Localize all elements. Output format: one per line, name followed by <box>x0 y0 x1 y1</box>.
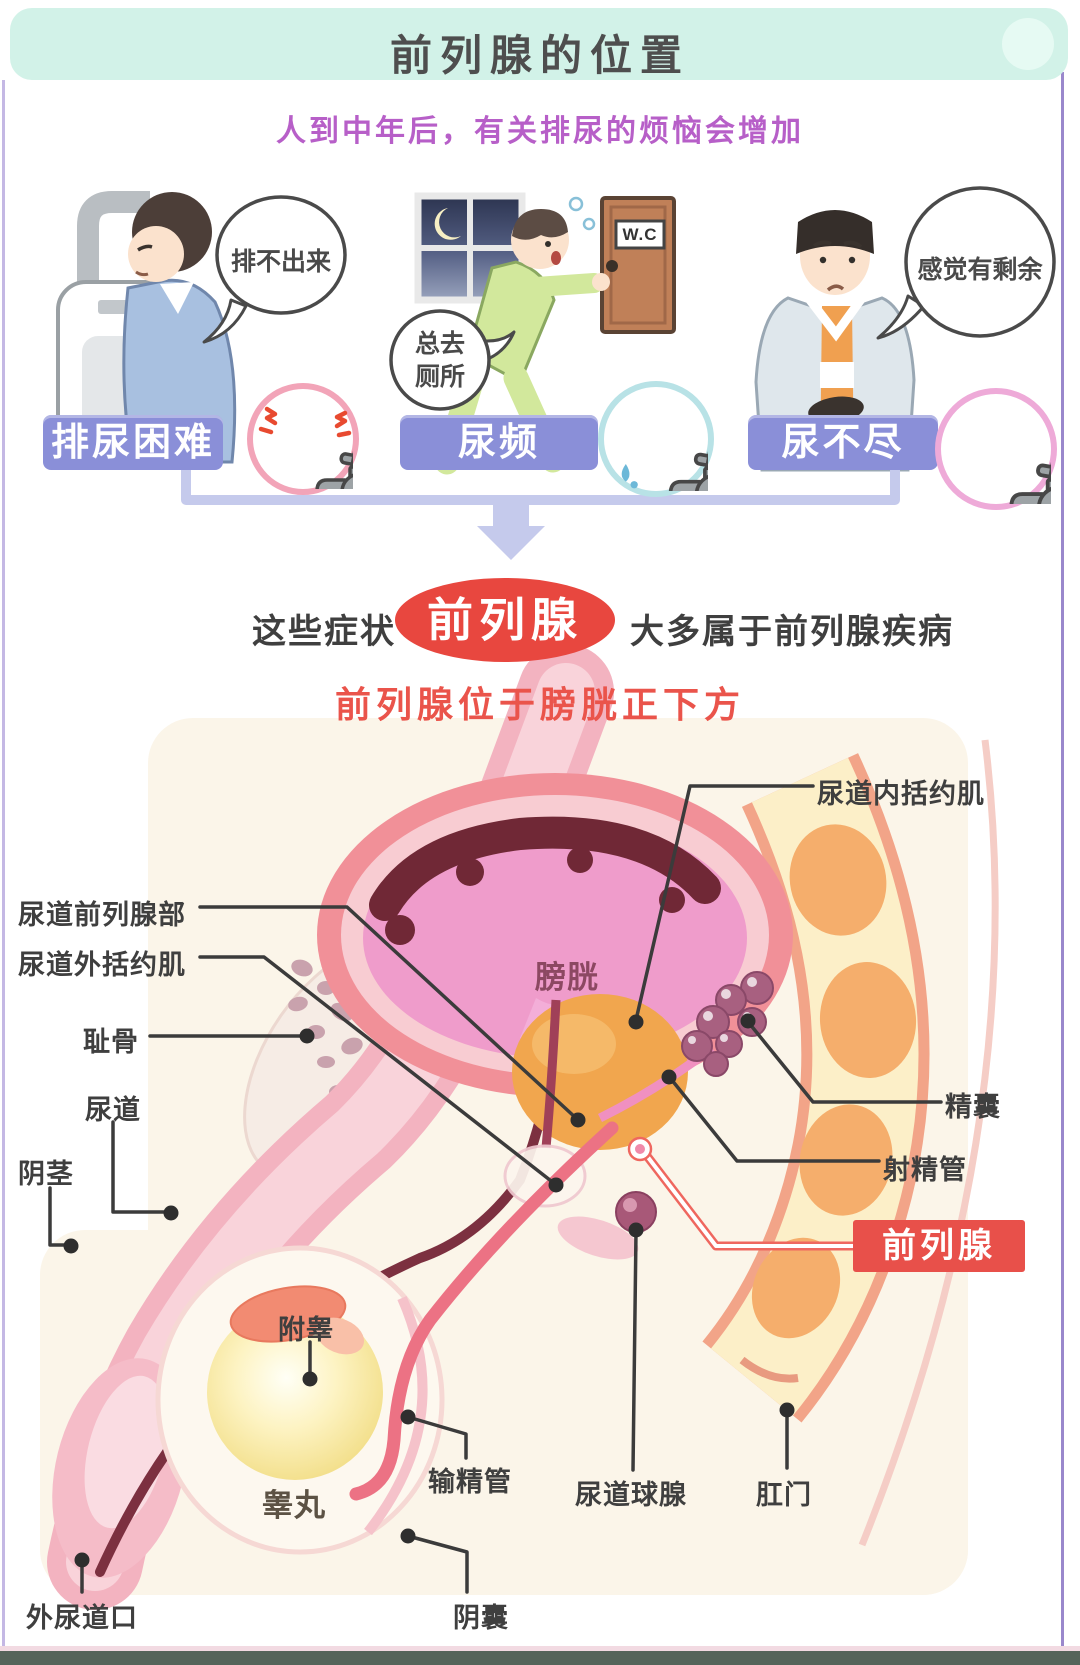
faucet-blocked-icon <box>247 383 359 495</box>
faucet-icon <box>935 388 1057 510</box>
speech-bubble-2-line2: 厕所 <box>414 363 465 391</box>
label-prostate: 前列腺 <box>853 1220 1025 1272</box>
symptom-label-frequency: 尿频 <box>400 415 598 470</box>
label-seminal-vesicle: 精囊 <box>945 1092 1001 1122</box>
title-bar <box>10 8 1068 80</box>
body-outline <box>858 739 999 1547</box>
anus-fold <box>739 1356 799 1383</box>
seminal-vesicle-shape <box>597 971 774 1123</box>
speech-bubble-2-line1: 总去 <box>414 330 465 358</box>
label-anus: 肛门 <box>756 1480 812 1510</box>
prostate-highlight-ellipse: 前列腺 <box>395 578 615 662</box>
label-penis: 阴茎 <box>18 1159 74 1189</box>
symptom-label-incomplete: 尿不尽 <box>748 415 938 470</box>
leader-lines <box>48 784 943 1594</box>
door-knob <box>606 260 618 272</box>
speech-bubble-1-text: 排不出来 <box>230 248 331 276</box>
page-subtitle: 人到中年后，有关排尿的烦恼会增加 <box>276 115 804 148</box>
leader-dots <box>63 1013 795 1568</box>
speech-bubble-2 <box>389 309 516 411</box>
conclusion-suffix: 大多属于前列腺疾病 <box>630 613 954 651</box>
diagram-caption: 前列腺位于膀胱正下方 <box>334 684 745 725</box>
prostate-leader-line <box>627 1136 857 1251</box>
anatomy-diagram <box>40 644 999 1610</box>
speech-bubble-1 <box>202 195 347 344</box>
spine-and-rectum <box>702 753 930 1423</box>
label-testis: 睾丸 <box>262 1488 326 1523</box>
label-bladder: 膀胱 <box>535 960 599 995</box>
label-epididymis: 附睾 <box>278 1315 334 1345</box>
page-border-left <box>2 80 5 1652</box>
label-scrotum: 阴囊 <box>453 1603 509 1633</box>
prostate-shape <box>512 994 688 1150</box>
label-pubic-bone: 耻骨 <box>83 1027 139 1057</box>
label-external-urethral-orifice: 外尿道口 <box>26 1603 138 1633</box>
speech-bubble-3-text: 感觉有剩余 <box>917 256 1043 284</box>
label-vas-deferens: 输精管 <box>428 1467 512 1497</box>
label-internal-sphincter: 尿道内括约肌 <box>817 779 985 809</box>
label-ejaculatory-duct: 射精管 <box>883 1155 967 1185</box>
page-border-bottom-accent <box>0 1646 1080 1651</box>
label-external-sphincter: 尿道外括约肌 <box>18 950 186 980</box>
speech-bubble-3 <box>876 186 1056 340</box>
faucet-dripping-icon <box>598 381 714 497</box>
symptom-label-difficulty: 排尿困难 <box>43 415 223 470</box>
title-bar-circle-decoration <box>1002 18 1054 70</box>
page-border-right <box>1061 72 1064 1652</box>
crescent-moon-icon <box>434 208 461 240</box>
page-border-bottom <box>0 1651 1080 1665</box>
urinal-pipe <box>77 191 150 282</box>
down-arrow-icon <box>477 526 545 560</box>
window-frame <box>418 196 522 300</box>
label-prostatic-urethra: 尿道前列腺部 <box>18 900 186 930</box>
wc-sign-plate <box>614 219 666 250</box>
bulbourethral-gland-shape <box>557 1191 657 1260</box>
vas-deferens-shape <box>349 1121 619 1501</box>
conclusion-prefix: 这些症状 <box>252 613 396 651</box>
wc-sign-text: W.C <box>622 225 658 244</box>
bracket-connector <box>181 463 900 560</box>
bladder-wrinkles <box>369 816 721 921</box>
label-bulbourethral-gland: 尿道球腺 <box>575 1480 687 1510</box>
label-urethra: 尿道 <box>85 1095 141 1125</box>
page-title: 前列腺的位置 <box>389 32 690 79</box>
prostatic-urethra-channel <box>541 999 561 1149</box>
epididymis-shape <box>229 1285 365 1355</box>
toilet-door <box>600 196 676 334</box>
speech-bubble-2-text: 总去 厕所 <box>404 328 476 394</box>
